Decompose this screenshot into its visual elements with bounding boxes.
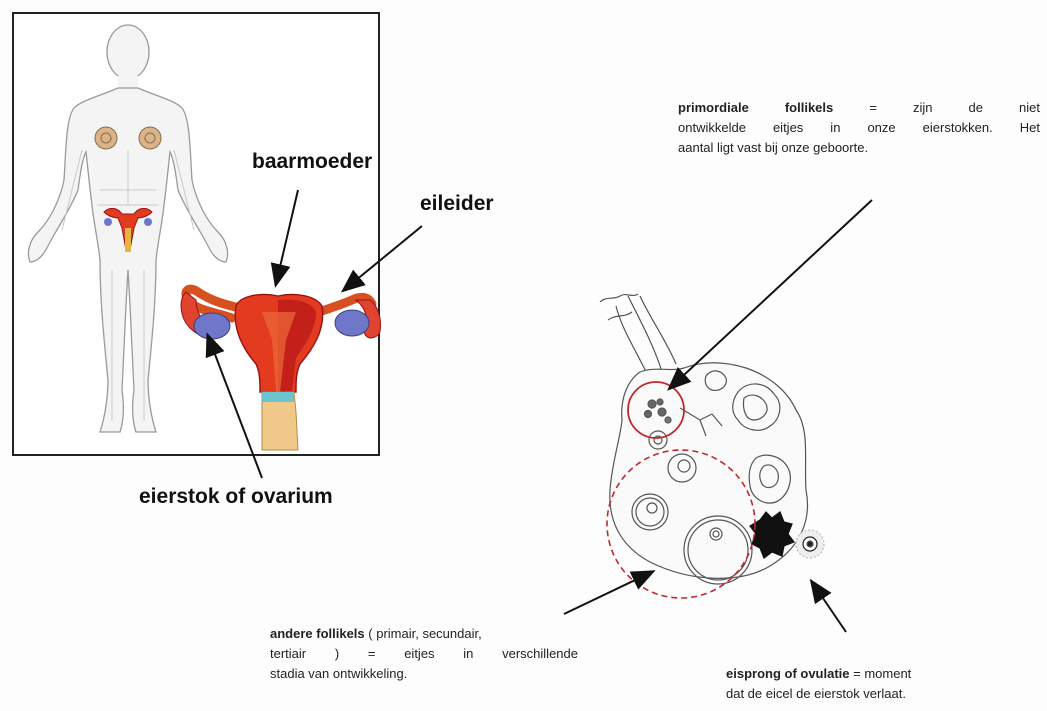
note-andere-line2: tertiair ) = eitjes in verschillende [270,644,578,664]
note-primordiale: primordiale follikels = zijn de niet ont… [678,98,1040,158]
note-eisprong-line2: dat de eicel de eierstok verlaat. [726,684,1026,704]
note-eisprong-line1: eisprong of ovulatie = moment [726,664,1026,684]
uterus-illustration [181,289,380,450]
arrow-eileider [344,226,422,290]
ovary-cross-section-illustration [600,294,824,584]
note-andere-term: andere follikels [270,626,365,641]
note-andere-line3: stadia van ontwikkeling. [270,664,578,684]
note-primordiale-line3: aantal ligt vast bij onze geboorte. [678,138,1040,158]
note-primordiale-line2: ontwikkelde eitjes in onze eierstokken. … [678,118,1040,138]
label-baarmoeder: baarmoeder [252,150,372,174]
note-andere-line1: andere follikels ( primair, secundair, [270,624,578,644]
arrow-andere [564,572,652,614]
note-eisprong-term: eisprong of ovulatie [726,666,850,681]
skeleton-hint [62,150,194,420]
arrow-baarmoeder [276,190,298,284]
note-primordiale-term: primordiale follikels [678,100,833,115]
label-eileider: eileider [420,192,494,216]
note-andere: andere follikels ( primair, secundair, t… [270,624,578,684]
arrow-primordiale [670,200,872,388]
note-eisprong: eisprong of ovulatie = moment dat de eic… [726,664,1026,704]
label-eierstok: eierstok of ovarium [139,485,333,509]
note-primordiale-line1: primordiale follikels = zijn de niet [678,98,1040,118]
arrow-eisprong [812,582,846,632]
